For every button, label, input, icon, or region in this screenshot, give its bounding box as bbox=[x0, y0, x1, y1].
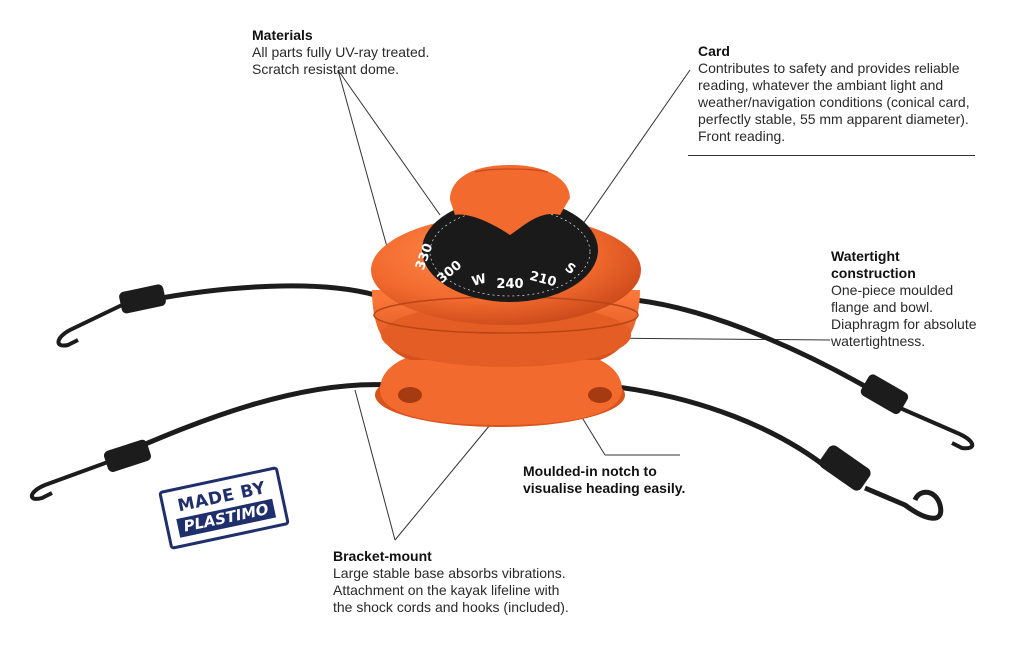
watertight-line: One-piece moulded bbox=[831, 282, 954, 298]
card-label: 210 bbox=[528, 269, 558, 291]
bracket-callout: Bracket-mount Large stable base absorbs … bbox=[333, 548, 569, 616]
card-callout: Card Contributes to safety and provides … bbox=[698, 43, 970, 145]
watertight-title: construction bbox=[831, 265, 916, 281]
watertight-callout: Watertight construction One-piece moulde… bbox=[831, 248, 977, 350]
shock-cords bbox=[117, 283, 878, 473]
sighting-cap bbox=[450, 165, 570, 235]
bracket-line: the shock cords and hooks (included). bbox=[333, 599, 569, 615]
watertight-line: Diaphragm for absolute bbox=[831, 316, 977, 332]
card-title: Card bbox=[698, 43, 730, 59]
hook-left-top bbox=[56, 284, 166, 348]
card-line: perfectly stable, 55 mm apparent diamete… bbox=[698, 111, 969, 127]
materials-line: All parts fully UV-ray treated. bbox=[252, 44, 430, 60]
card-line: weather/navigation conditions (conical c… bbox=[698, 94, 970, 110]
watertight-line: flange and bowl. bbox=[831, 299, 933, 315]
materials-title: Materials bbox=[252, 27, 313, 43]
bracket-title: Bracket-mount bbox=[333, 548, 432, 564]
materials-callout: Materials All parts fully UV-ray treated… bbox=[252, 27, 429, 78]
card-line: Contributes to safety and provides relia… bbox=[698, 60, 960, 76]
bracket-line: Large stable base absorbs vibrations. bbox=[333, 565, 566, 581]
notch-line: visualise heading easily. bbox=[523, 480, 686, 496]
notch-callout: Moulded-in notch to visualise heading ea… bbox=[523, 463, 685, 497]
watertight-line: watertightness. bbox=[831, 333, 926, 349]
card-label: 240 bbox=[496, 277, 523, 292]
card-line: Front reading. bbox=[698, 128, 786, 144]
card-underline bbox=[688, 155, 975, 156]
hook-right-bottom bbox=[819, 445, 944, 521]
bracket-line: Attachment on the kayak lifeline with bbox=[333, 582, 560, 598]
hook-left-bottom bbox=[29, 439, 151, 501]
notch-line: Moulded-in notch to bbox=[523, 463, 657, 479]
hook-right-top bbox=[860, 374, 975, 451]
card-label: W bbox=[470, 272, 488, 290]
card-line: reading, whatever the ambiant light and bbox=[698, 77, 944, 93]
watertight-title: Watertight bbox=[831, 248, 900, 264]
compass-base bbox=[375, 345, 625, 427]
materials-line: Scratch resistant dome. bbox=[252, 61, 400, 77]
